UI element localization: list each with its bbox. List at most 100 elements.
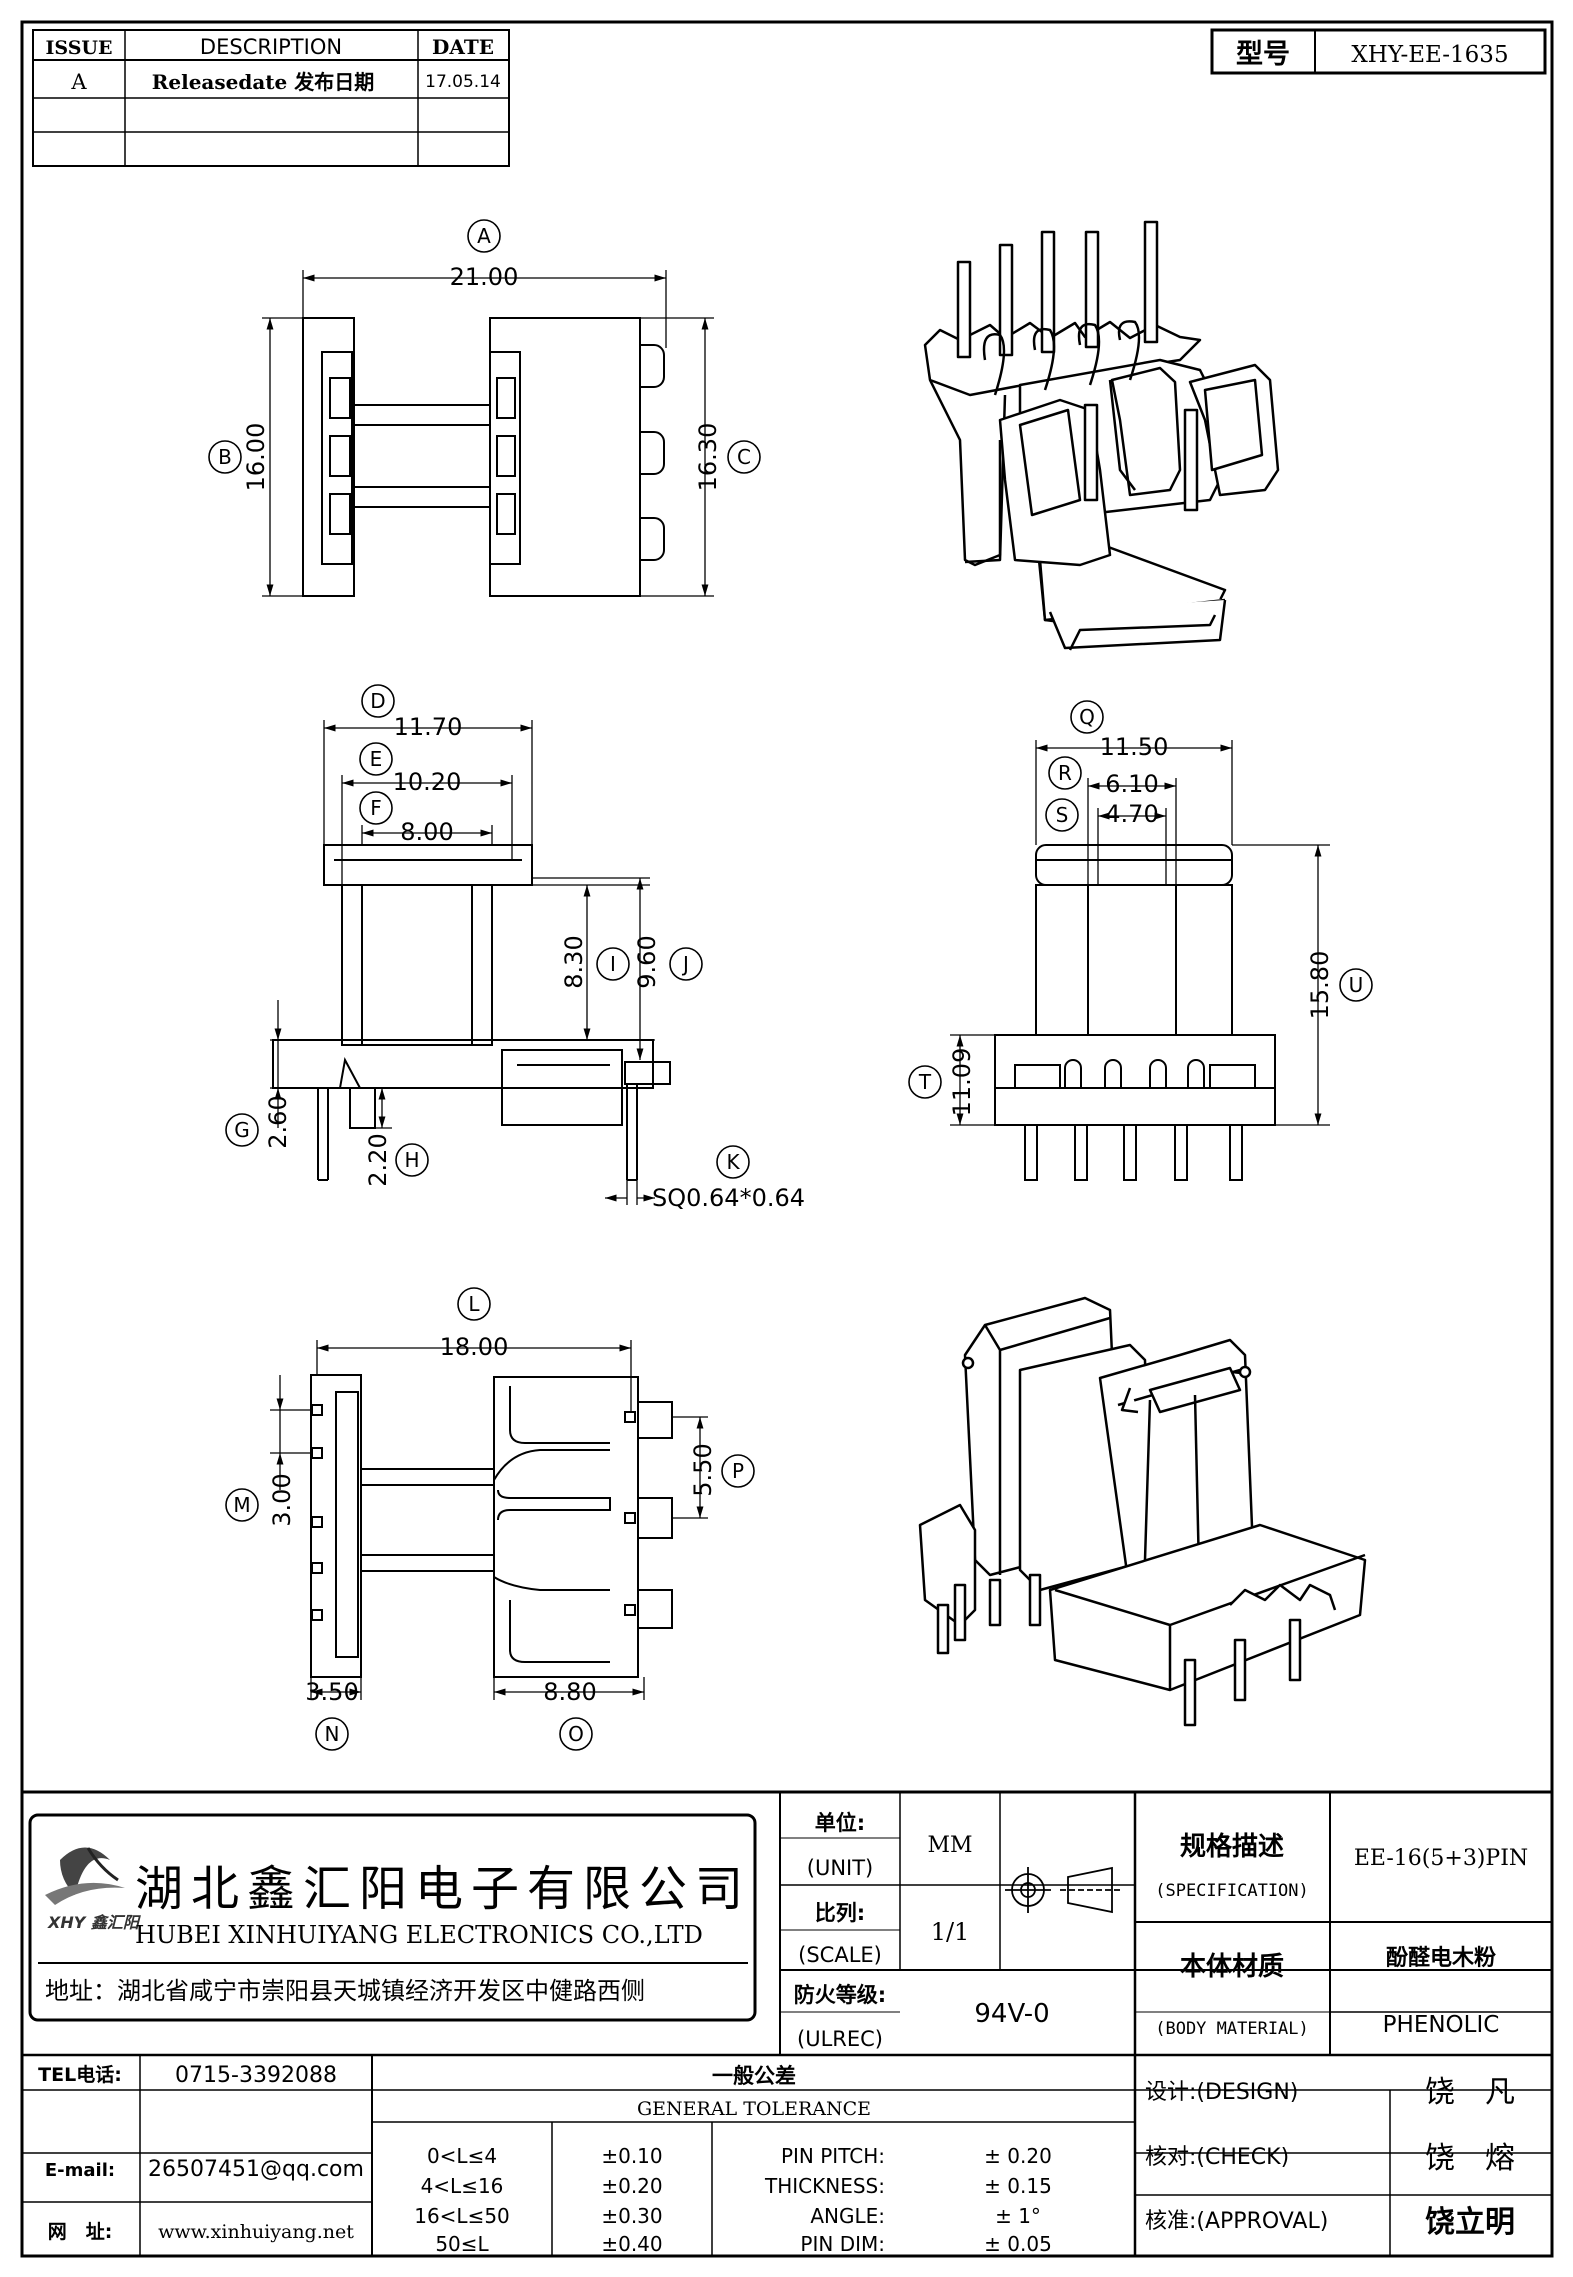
svg-text:O: O xyxy=(568,1722,584,1746)
dim-a-value: 21.00 xyxy=(450,263,519,291)
dim-t-value: 11.09 xyxy=(948,1048,976,1117)
svg-text:K: K xyxy=(726,1150,740,1174)
dim-d-value: 11.70 xyxy=(394,713,463,741)
fire-label-cn: 防火等级: xyxy=(794,1983,886,2007)
dim-q-value: 11.50 xyxy=(1100,733,1169,761)
dim-f-value: 8.00 xyxy=(400,818,453,846)
tolerance-value-2: ±0.20 xyxy=(601,2174,662,2198)
fire-label-en: (ULREC) xyxy=(797,2027,883,2051)
svg-text:J: J xyxy=(681,952,689,976)
material-value-cn: 酚醛电木粉 xyxy=(1386,1946,1496,1971)
svg-text:B: B xyxy=(218,445,232,469)
svg-text:P: P xyxy=(732,1459,744,1483)
dim-i-value: 8.30 xyxy=(560,935,588,988)
dim-j-value: 9.60 xyxy=(633,935,661,988)
web-label: 网 址: xyxy=(48,2221,113,2243)
dim-r-value: 6.10 xyxy=(1105,770,1158,798)
tolerance-title-en: GENERAL TOLERANCE xyxy=(637,2098,871,2120)
pin-pitch-label: PIN PITCH: xyxy=(781,2144,885,2168)
angle-value: ± 1° xyxy=(995,2204,1041,2228)
svg-text:G: G xyxy=(234,1118,250,1142)
svg-text:R: R xyxy=(1058,761,1072,785)
tolerance-range-4: 50≤L xyxy=(435,2232,489,2256)
dim-l-value: 18.00 xyxy=(440,1333,509,1361)
dim-e-value: 10.20 xyxy=(393,768,462,796)
svg-text:Q: Q xyxy=(1079,705,1095,729)
isometric-view-bottom xyxy=(918,1296,1367,1727)
tolerance-range-3: 16<L≤50 xyxy=(414,2204,510,2228)
tel-value: 0715-3392088 xyxy=(175,2063,337,2088)
model-value: XHY-EE-1635 xyxy=(1351,42,1508,68)
check-label: 核对:(CHECK) xyxy=(1145,2145,1289,2170)
company-logo-icon: XHY 鑫汇阳 xyxy=(45,1847,142,1932)
dim-n-value: 3.50 xyxy=(305,1678,358,1706)
tolerance-range-1: 0<L≤4 xyxy=(427,2144,497,2168)
svg-text:F: F xyxy=(370,796,382,820)
dim-k-value: SQ0.64*0.64 xyxy=(652,1184,805,1212)
fire-value: 94V-0 xyxy=(974,1999,1049,2029)
svg-text:L: L xyxy=(468,1292,480,1316)
revision-table: ISSUE DESCRIPTION DATE A Releasedate 发布日… xyxy=(32,29,510,167)
svg-text:T: T xyxy=(918,1070,932,1094)
rev-header-description: DESCRIPTION xyxy=(200,35,342,59)
isometric-view-top xyxy=(923,220,1280,651)
tolerance-range-2: 4<L≤16 xyxy=(421,2174,504,2198)
pin-dim-value: ± 0.05 xyxy=(984,2232,1052,2256)
tolerance-value-4: ±0.40 xyxy=(601,2232,662,2256)
tolerance-value-3: ±0.30 xyxy=(601,2204,662,2228)
unit-value: MM xyxy=(927,1833,972,1858)
title-block-grid xyxy=(20,1790,1554,2258)
dim-p-value: 5.50 xyxy=(689,1443,717,1496)
rev-row-issue: A xyxy=(70,70,87,94)
svg-text:U: U xyxy=(1349,973,1364,997)
rev-header-date: DATE xyxy=(432,35,494,59)
material-value-en: PHENOLIC xyxy=(1383,2012,1500,2038)
email-value: 26507451@qq.com xyxy=(148,2157,364,2182)
spec-label-cn: 规格描述 xyxy=(1180,1831,1284,1862)
svg-text:S: S xyxy=(1056,803,1069,827)
bottom-view xyxy=(310,1374,673,1678)
tel-label: TEL电话: xyxy=(38,2063,122,2086)
svg-text:N: N xyxy=(325,1722,340,1746)
spec-label-en: (SPECIFICATION) xyxy=(1155,1881,1309,1901)
svg-text:E: E xyxy=(370,747,383,771)
pin-dim-label: PIN DIM: xyxy=(800,2232,885,2256)
unit-label-cn: 单位: xyxy=(815,1811,865,1835)
approval-value: 饶立明 xyxy=(1425,2205,1515,2240)
spec-value: EE-16(5+3)PIN xyxy=(1354,1846,1528,1871)
design-value: 饶 凡 xyxy=(1425,2075,1515,2110)
scale-label-en: (SCALE) xyxy=(798,1943,882,1967)
angle-label: ANGLE: xyxy=(810,2204,885,2228)
svg-text:M: M xyxy=(233,1493,250,1517)
email-label: E-mail: xyxy=(45,2160,115,2181)
dim-g-value: 2.60 xyxy=(264,1095,292,1148)
unit-label-en: (UNIT) xyxy=(807,1856,874,1880)
dim-c-value: 16.30 xyxy=(694,423,722,492)
design-label: 设计:(DESIGN) xyxy=(1145,2080,1298,2105)
dimension-callout-letters: A B C D E F I J G H K L M N O P Q R S U … xyxy=(218,224,1363,1746)
thickness-label: THICKNESS: xyxy=(764,2174,885,2198)
model-label: 型号 xyxy=(1236,39,1290,70)
projection-symbol-icon xyxy=(1005,1866,1120,1914)
dimension-callouts xyxy=(208,219,1373,1751)
front-view-dims xyxy=(270,720,655,1205)
bottom-view-dims xyxy=(270,1340,708,1700)
svg-text:A: A xyxy=(477,224,491,248)
top-view xyxy=(302,317,665,597)
dim-o-value: 8.80 xyxy=(543,1678,596,1706)
side-view xyxy=(994,844,1276,1181)
dim-b-value: 16.00 xyxy=(242,423,270,492)
company-address: 地址：湖北省咸宁市崇阳县天城镇经济开发区中健路西侧 xyxy=(45,1977,645,2005)
dim-m-value: 3.00 xyxy=(268,1473,296,1526)
check-value: 饶 熔 xyxy=(1425,2141,1515,2176)
tolerance-value-1: ±0.10 xyxy=(601,2144,662,2168)
top-view-dims xyxy=(262,270,714,597)
company-name-cn: 湖北鑫汇阳电子有限公司 xyxy=(135,1861,751,1917)
rev-row-description: Releasedate 发布日期 xyxy=(152,70,374,94)
model-box: 型号 XHY-EE-1635 xyxy=(1210,28,1547,75)
dim-u-value: 15.80 xyxy=(1306,951,1334,1020)
pin-pitch-value: ± 0.20 xyxy=(984,2144,1052,2168)
svg-text:C: C xyxy=(737,445,751,469)
svg-text:XHY 鑫汇阳: XHY 鑫汇阳 xyxy=(47,1913,142,1932)
